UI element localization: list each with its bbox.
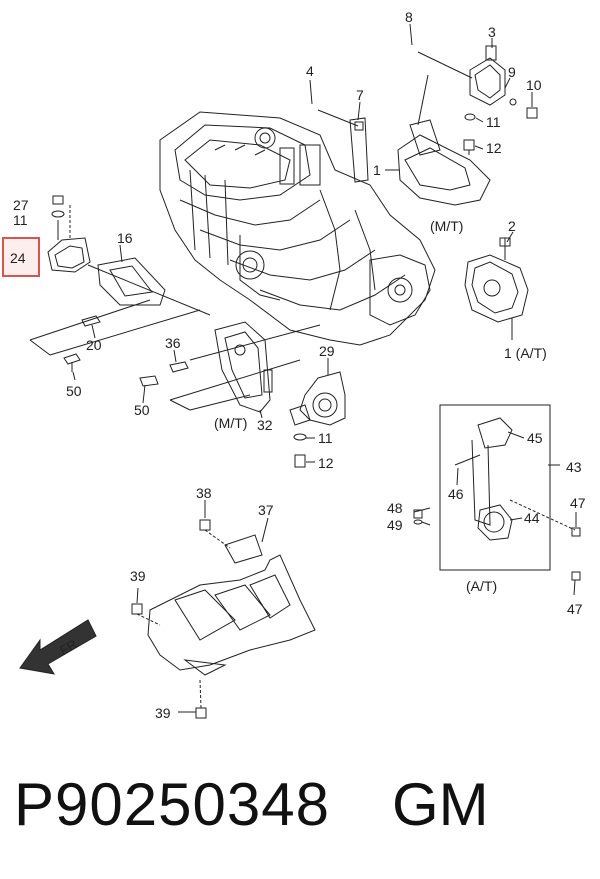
callout-32[interactable]: 32 <box>257 417 273 433</box>
part-footer: P90250348 GM <box>14 770 594 850</box>
mt-bracket-assembly <box>139 321 321 413</box>
callout-43[interactable]: 43 <box>566 459 582 475</box>
callout-9[interactable]: 9 <box>508 64 516 80</box>
callout-20[interactable]: 20 <box>86 337 102 353</box>
brand-name: GM <box>392 771 489 838</box>
callout-29[interactable]: 29 <box>319 343 335 359</box>
at-mount-assembly <box>464 237 529 323</box>
label-at-right: 1 (A/T) <box>504 345 547 361</box>
under-shield-assembly <box>131 519 316 719</box>
highlight-box-24 <box>2 237 40 277</box>
callout-4[interactable]: 4 <box>306 63 314 79</box>
callout-50-left[interactable]: 50 <box>66 383 82 399</box>
callout-37[interactable]: 37 <box>258 502 274 518</box>
callout-11-mid[interactable]: 11 <box>318 430 333 446</box>
at-detail-parts <box>413 417 581 581</box>
callout-38[interactable]: 38 <box>196 485 212 501</box>
callout-16[interactable]: 16 <box>117 230 133 246</box>
mt-mount-assembly <box>317 45 538 206</box>
callout-11-top[interactable]: 11 <box>486 114 501 130</box>
callout-12-mid[interactable]: 12 <box>318 455 334 471</box>
callout-3[interactable]: 3 <box>488 24 496 40</box>
label-at-box: (A/T) <box>466 578 497 594</box>
callout-10[interactable]: 10 <box>526 77 542 93</box>
at-detail-box <box>439 404 551 571</box>
callout-50-mid[interactable]: 50 <box>134 402 150 418</box>
callout-27[interactable]: 27 <box>13 197 29 213</box>
callout-24[interactable]: 24 <box>10 250 26 266</box>
roll-restrictor-assembly <box>289 371 346 468</box>
callout-39-bottom[interactable]: 39 <box>155 705 171 721</box>
callout-1-mt[interactable]: 1 <box>373 162 381 178</box>
label-mt-top: (M/T) <box>430 218 463 234</box>
callout-48[interactable]: 48 <box>387 500 403 516</box>
callout-47-bottom[interactable]: 47 <box>567 601 583 617</box>
label-mt-mid: (M/T) <box>214 415 247 431</box>
callout-39-left[interactable]: 39 <box>130 568 146 584</box>
callout-44[interactable]: 44 <box>524 510 540 526</box>
part-number: P90250348 <box>14 771 330 838</box>
front-direction-arrow <box>19 619 97 675</box>
callout-8[interactable]: 8 <box>405 9 413 25</box>
engine-assembly <box>159 111 436 346</box>
callout-7[interactable]: 7 <box>356 87 364 103</box>
callout-46[interactable]: 46 <box>448 486 464 502</box>
engine-mount-diagram: 8 3 4 9 10 7 11 12 1 (M/T) 2 1 (A/T) 27 … <box>2 9 586 721</box>
callout-11-left[interactable]: 11 <box>13 212 28 228</box>
callout-45[interactable]: 45 <box>527 430 543 446</box>
callout-2[interactable]: 2 <box>508 218 516 234</box>
callout-36[interactable]: 36 <box>165 335 181 351</box>
callout-49[interactable]: 49 <box>387 517 403 533</box>
callout-12-top[interactable]: 12 <box>486 140 502 156</box>
callout-47-top[interactable]: 47 <box>570 495 586 511</box>
left-mount-assembly <box>29 195 211 372</box>
